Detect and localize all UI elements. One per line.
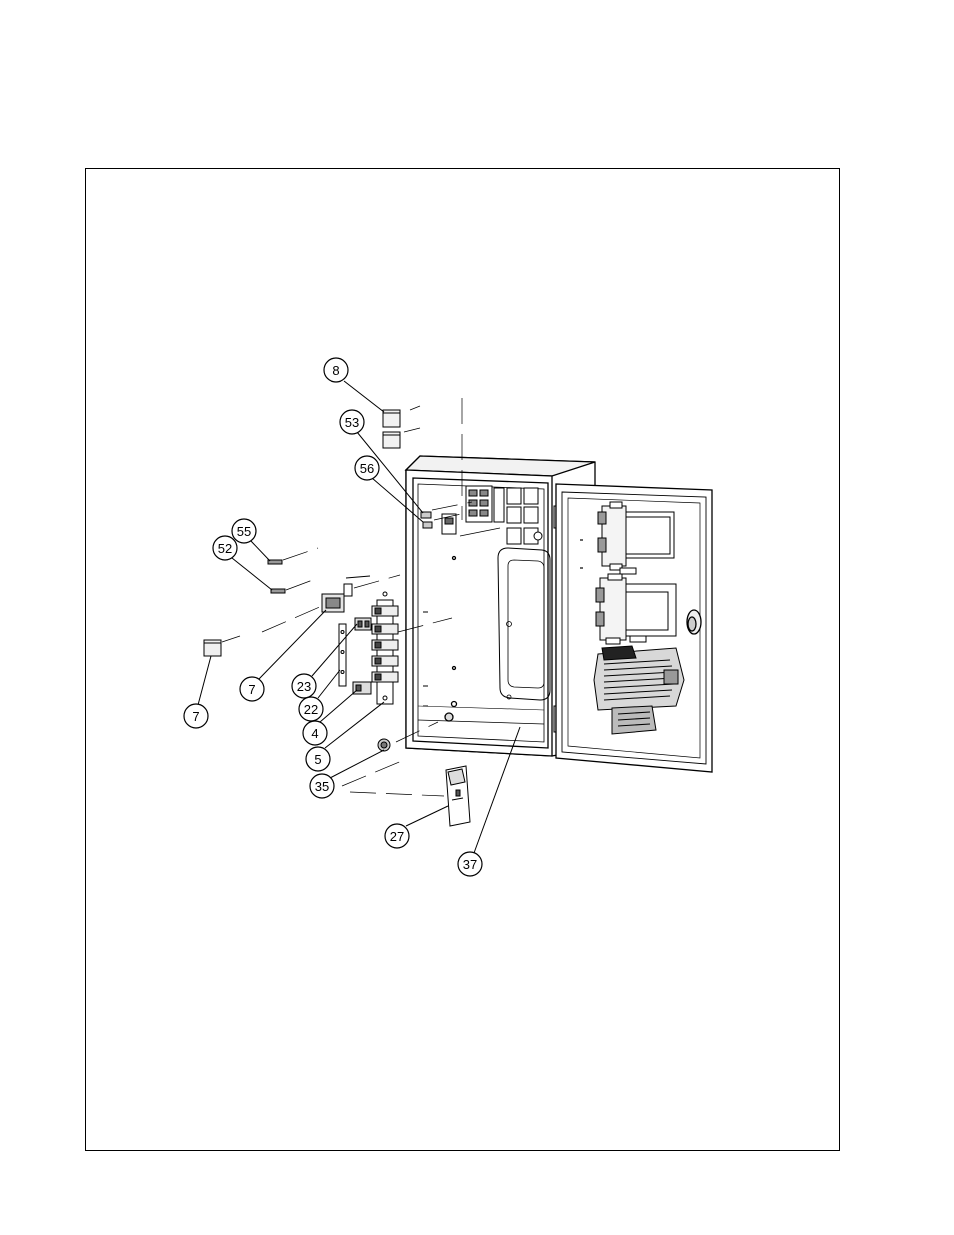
callout-52: 52 [213,536,237,560]
callout-8: 8 [324,358,348,382]
callout-37: 37 [458,852,482,876]
callout-35: 35 [310,774,334,798]
terminal-part-4 [353,682,371,694]
module-part-27 [446,766,470,826]
terminal-strip-part-5 [372,592,398,704]
callout-5-label: 5 [314,752,321,767]
callout-4: 4 [303,721,327,745]
callout-4-label: 4 [311,726,318,741]
relay-part-8 [383,410,400,448]
callout-7-lower: 7 [184,704,208,728]
callout-23-label: 23 [297,679,311,694]
callout-7-lower-label: 7 [192,709,199,724]
callout-7-upper-label: 7 [248,682,255,697]
screw-part-55-52 [268,560,285,593]
relay-part-7-lower [204,640,221,656]
callout-35-label: 35 [315,779,329,794]
callout-7-upper: 7 [240,677,264,701]
callout-52-label: 52 [218,541,232,556]
callout-27: 27 [385,824,409,848]
switch-part-7-upper [322,576,370,612]
din-rail-part-22 [339,624,346,686]
callout-56-label: 56 [360,461,374,476]
callout-56: 56 [355,456,379,480]
callout-27-label: 27 [390,829,404,844]
callout-55: 55 [232,519,256,543]
callout-37-label: 37 [463,857,477,872]
grommet-part-35 [378,739,390,751]
callout-55-label: 55 [237,524,251,539]
controller-module-lower [596,574,676,644]
callout-5: 5 [306,747,330,771]
callout-23: 23 [292,674,316,698]
callout-53-label: 53 [345,415,359,430]
callout-22-label: 22 [304,702,318,717]
callout-53: 53 [340,410,364,434]
callout-22: 22 [299,697,323,721]
fuse-holder-part-23 [355,618,371,630]
callout-8-label: 8 [332,363,339,378]
